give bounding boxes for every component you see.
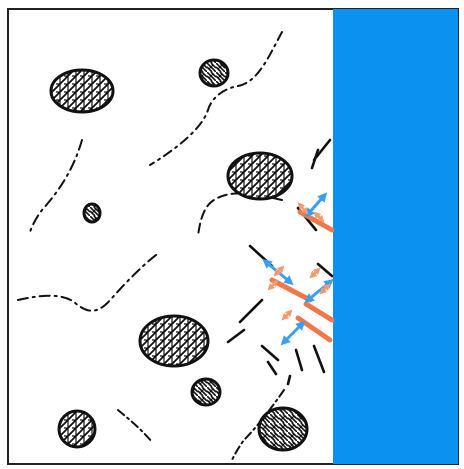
inclusion bbox=[259, 408, 307, 450]
inclusion bbox=[84, 204, 100, 222]
fluid-region bbox=[333, 9, 458, 464]
inclusion bbox=[200, 60, 228, 86]
inclusion bbox=[192, 379, 220, 405]
inclusion bbox=[51, 70, 113, 112]
inclusion bbox=[228, 153, 292, 199]
inclusion bbox=[59, 411, 95, 447]
inclusion bbox=[140, 316, 208, 366]
